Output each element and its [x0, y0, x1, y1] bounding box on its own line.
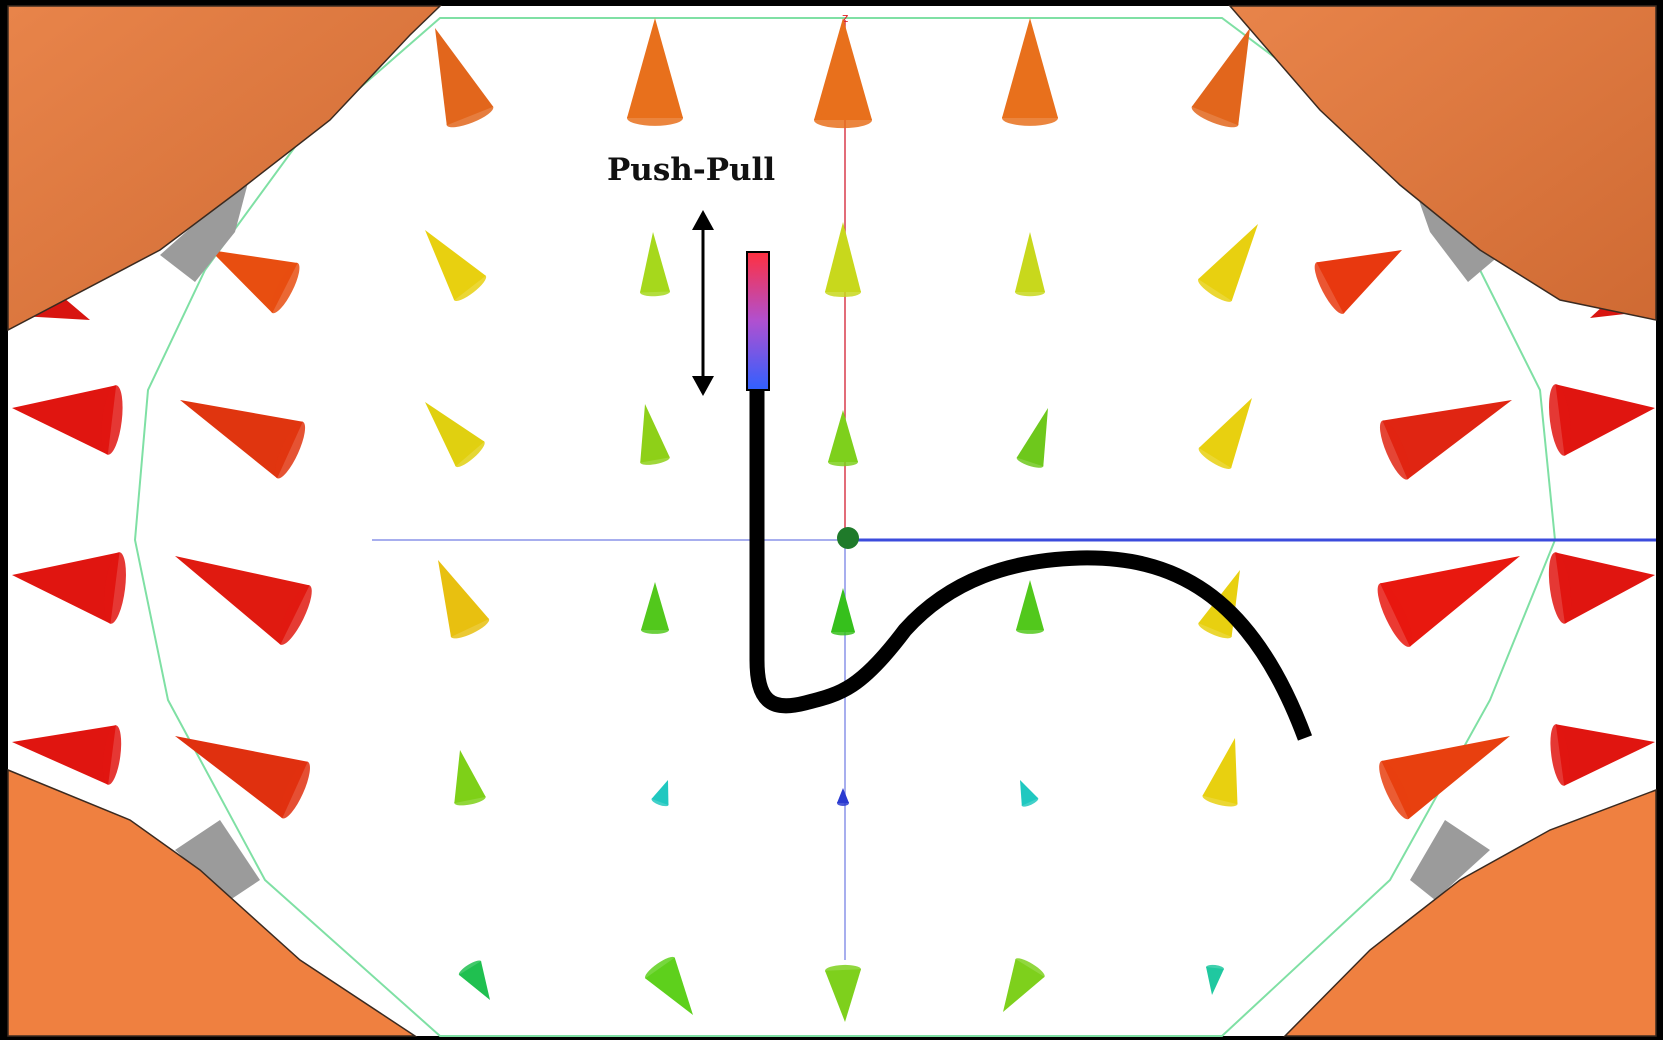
cone-base: [1377, 583, 1413, 647]
field-vector-cones: [12, 18, 1655, 1022]
cone-base: [837, 800, 849, 806]
cone-base: [280, 761, 310, 819]
cone-base: [1198, 621, 1232, 639]
pole-bottom-left: [7, 768, 418, 1037]
cone-base: [455, 440, 485, 468]
cone-icon: [1198, 224, 1258, 301]
cone-icon: [180, 400, 303, 479]
catheter-curve-icon: [749, 388, 1313, 741]
cone-icon: [640, 404, 670, 463]
cone-icon: [1380, 556, 1520, 647]
cone-icon: [640, 232, 670, 293]
cone-icon: [1002, 18, 1058, 118]
cone-base: [640, 287, 670, 297]
cone-base: [641, 626, 669, 634]
cone-base: [1549, 384, 1571, 456]
scene-background: [8, 6, 1656, 1036]
cone-icon: [435, 28, 494, 126]
cone-icon: [825, 969, 861, 1022]
cone-base: [274, 421, 306, 479]
cone-base: [1016, 456, 1044, 468]
cone-base: [454, 794, 486, 806]
pole-top-right: [1228, 5, 1657, 321]
cone-base: [458, 960, 482, 976]
cone-icon: [175, 736, 308, 819]
cone-base: [825, 286, 861, 298]
cone-base: [104, 552, 126, 624]
origin-dot: [837, 527, 859, 549]
cone-base: [1015, 287, 1045, 297]
pole-bottom-right: [1283, 788, 1657, 1037]
magnet-tip-icon: [746, 251, 770, 391]
cone-icon: [831, 588, 855, 632]
cone-base: [1016, 626, 1044, 634]
cone-base: [450, 617, 490, 639]
cone-icon: [814, 18, 872, 120]
cone-base: [1206, 964, 1224, 972]
cone-base: [102, 725, 122, 785]
double-arrow-icon: [692, 210, 714, 396]
cone-base: [640, 455, 670, 465]
cone-icon: [1206, 967, 1224, 995]
cone-icon: [1381, 736, 1510, 819]
cone-base: [1314, 262, 1346, 314]
pole-tip: [1410, 820, 1490, 900]
cone-icon: [12, 725, 116, 785]
cone-base: [1202, 793, 1238, 807]
cone-base: [828, 457, 858, 467]
cone-icon: [828, 410, 858, 462]
cone-base: [1191, 104, 1239, 128]
push-pull-label: Push-Pull: [607, 152, 775, 188]
cone-base: [101, 385, 123, 455]
pole-tip: [175, 820, 260, 900]
cone-base: [1021, 797, 1039, 807]
cone-icon: [1382, 400, 1512, 480]
pole-top-left: [7, 5, 442, 332]
cone-icon: [1555, 552, 1655, 624]
cone-icon: [1555, 384, 1655, 456]
cone-icon: [1202, 738, 1238, 805]
cone-base: [825, 964, 861, 976]
label-background: [575, 140, 785, 200]
cone-icon: [837, 788, 849, 803]
cone-base: [1015, 958, 1045, 978]
cone-base: [1548, 552, 1572, 624]
cone-icon: [1191, 28, 1250, 126]
cone-base: [278, 585, 312, 645]
pole-face: [1283, 788, 1657, 1037]
pole-face: [7, 5, 442, 332]
cone-base: [651, 797, 669, 807]
cone-base: [453, 274, 487, 302]
cone-icon: [454, 750, 486, 804]
cone-base: [270, 262, 300, 314]
pole-face: [1228, 5, 1657, 321]
cone-base: [814, 111, 872, 129]
cone-base: [627, 110, 683, 126]
cone-icon: [438, 560, 490, 637]
cone-icon: [1016, 408, 1048, 467]
cone-base: [831, 628, 855, 636]
cone-base: [1379, 760, 1411, 820]
cone-icon: [12, 385, 117, 455]
cone-base: [1002, 110, 1058, 126]
cone-icon: [12, 552, 120, 624]
cone-icon: [825, 222, 861, 292]
cone-icon: [641, 582, 669, 630]
cone-base: [1197, 278, 1233, 302]
cone-icon: [627, 18, 683, 118]
cone-base: [1550, 724, 1570, 786]
cone-base: [1198, 447, 1232, 469]
cone-icon: [1016, 580, 1044, 630]
pole-face: [7, 768, 418, 1037]
pole-tip: [160, 175, 250, 282]
cone-base: [1379, 420, 1411, 480]
cone-icon: [1555, 724, 1655, 786]
cone-base: [644, 956, 676, 980]
cone-icon: [175, 556, 310, 645]
vertical-axis-letter: z: [842, 11, 848, 25]
cone-base: [446, 104, 494, 128]
cone-icon: [1015, 232, 1045, 292]
